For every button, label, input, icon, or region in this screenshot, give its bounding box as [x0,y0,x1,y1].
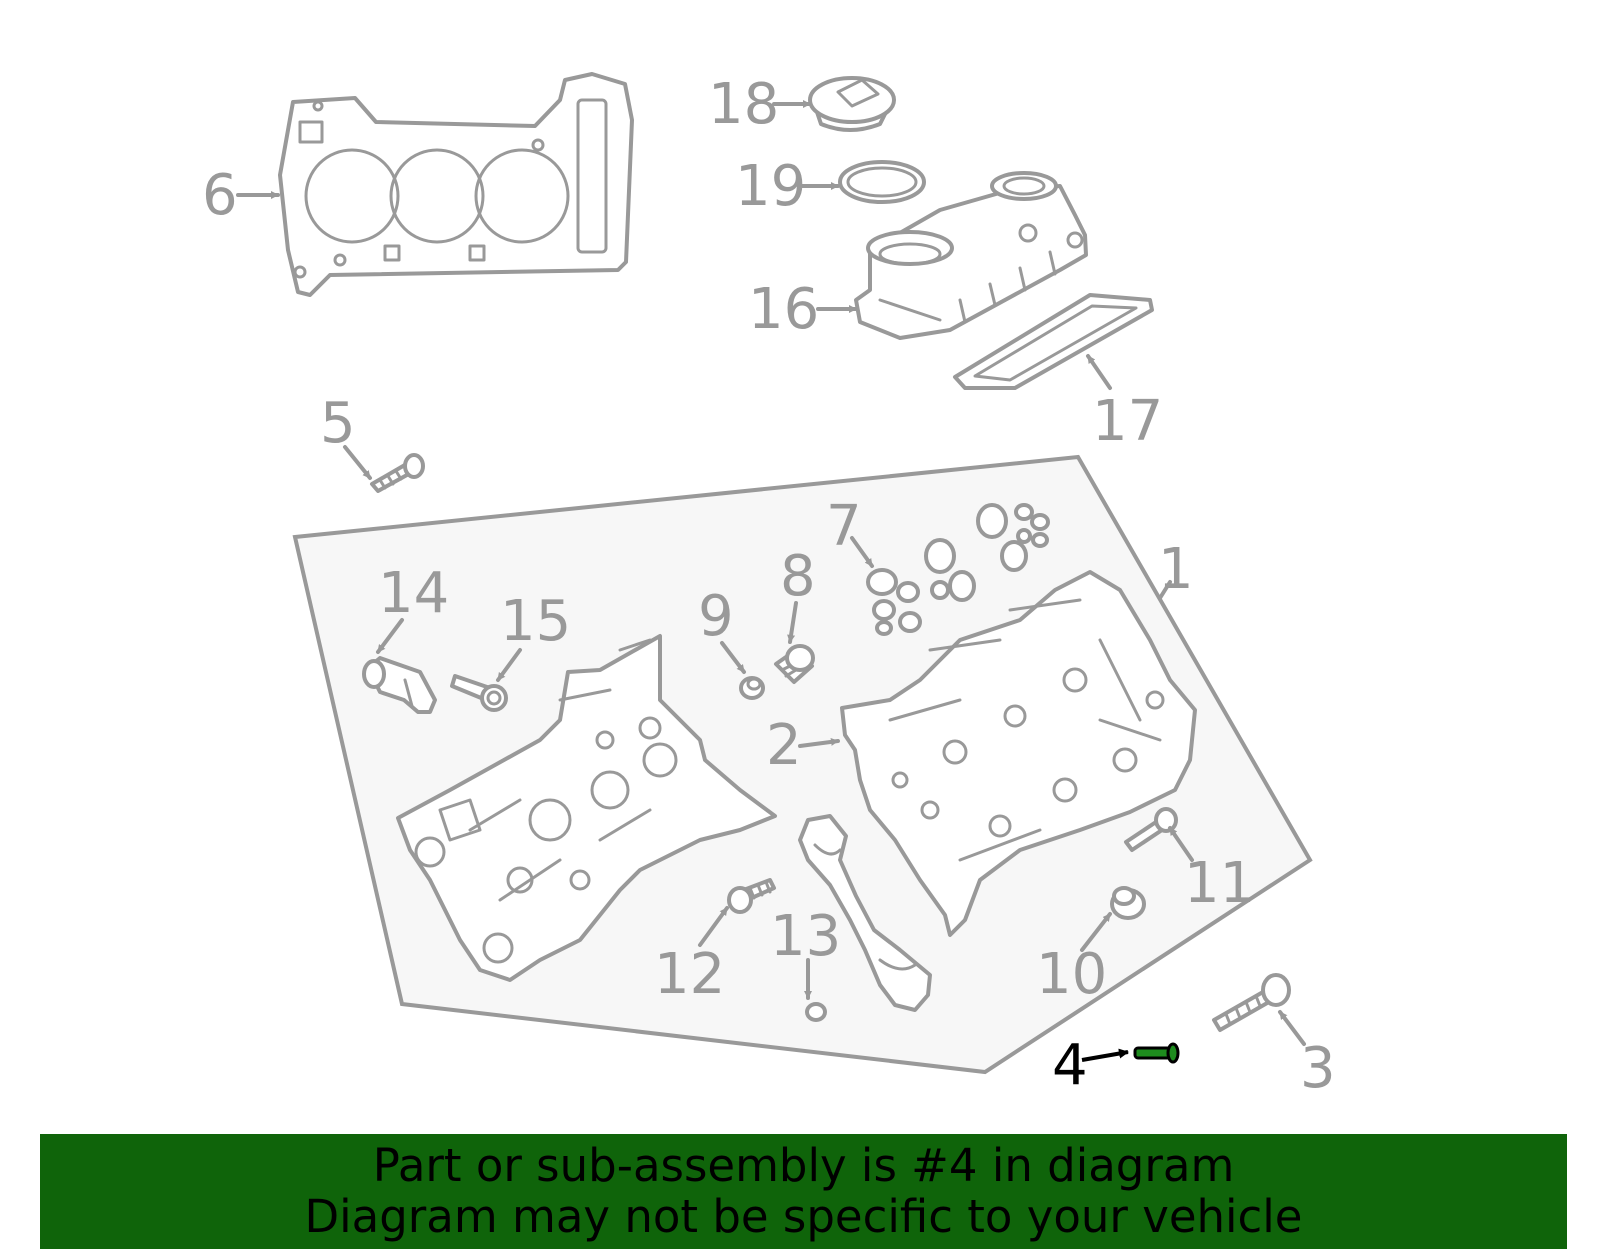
dowel-pin-part [805,1002,827,1022]
info-banner: Part or sub-assembly is #4 in diagram Di… [40,1134,1567,1249]
callout-16: 16 [748,277,819,342]
bolt-11-part [1124,807,1178,852]
leader-line-15 [496,648,522,682]
bolt-5-part [370,453,425,493]
callout-3: 3 [1300,1036,1336,1101]
leader-line-11 [1168,826,1194,862]
leader-line-1 [1158,580,1172,600]
sensor-part [362,656,437,714]
callout-11: 11 [1184,851,1255,916]
banner-line-disclaimer: Diagram may not be specific to your vehi… [304,1190,1303,1243]
leader-line-14 [376,618,404,654]
callout-1: 1 [1158,537,1194,602]
cover-gasket-part [953,293,1154,390]
cylinder-head-right-part [840,570,1197,937]
seal-kit-part [866,503,1050,636]
callout-12: 12 [654,942,725,1007]
plug-10-part [1110,886,1146,920]
leader-line-7 [850,536,874,568]
leader-line-10 [1080,912,1112,952]
callout-5: 5 [320,391,356,456]
plug-9-part [739,676,765,700]
callout-19: 19 [735,154,806,219]
callout-4: 4 [1052,1033,1088,1098]
callout-7: 7 [826,494,862,559]
bolt-15-part [450,674,508,712]
leader-line-12 [698,906,729,947]
bolt-3-part [1212,973,1291,1032]
leader-line-17 [1086,354,1112,390]
callout-2: 2 [766,713,802,778]
plug-8-part [774,644,815,684]
bearing-cap-part [798,814,932,1012]
callout-18: 18 [708,72,779,137]
callout-14: 14 [378,561,449,626]
oil-filler-cap-part [808,76,896,132]
leader-line-2 [798,737,840,748]
stud-12-part [727,878,776,914]
callout-17: 17 [1092,389,1163,454]
head-gasket-part [278,72,634,297]
leader-line-3 [1278,1010,1306,1046]
banner-line-part-number: Part or sub-assembly is #4 in diagram [372,1139,1235,1192]
cylinder-head-cover-part [854,171,1088,340]
bolt-4-part [1133,1042,1180,1064]
callout-9: 9 [698,584,734,649]
seal-ring-part [838,160,926,204]
cylinder-head-left-part [396,634,777,982]
callout-6: 6 [202,163,238,228]
leader-line-8 [787,601,798,644]
leader-line-9 [720,641,746,674]
callout-15: 15 [500,589,571,654]
leader-line-5 [343,445,372,480]
callout-13: 13 [770,904,841,969]
leader-line-4 [1081,1048,1129,1062]
callout-8: 8 [780,544,816,609]
callout-10: 10 [1036,942,1107,1007]
